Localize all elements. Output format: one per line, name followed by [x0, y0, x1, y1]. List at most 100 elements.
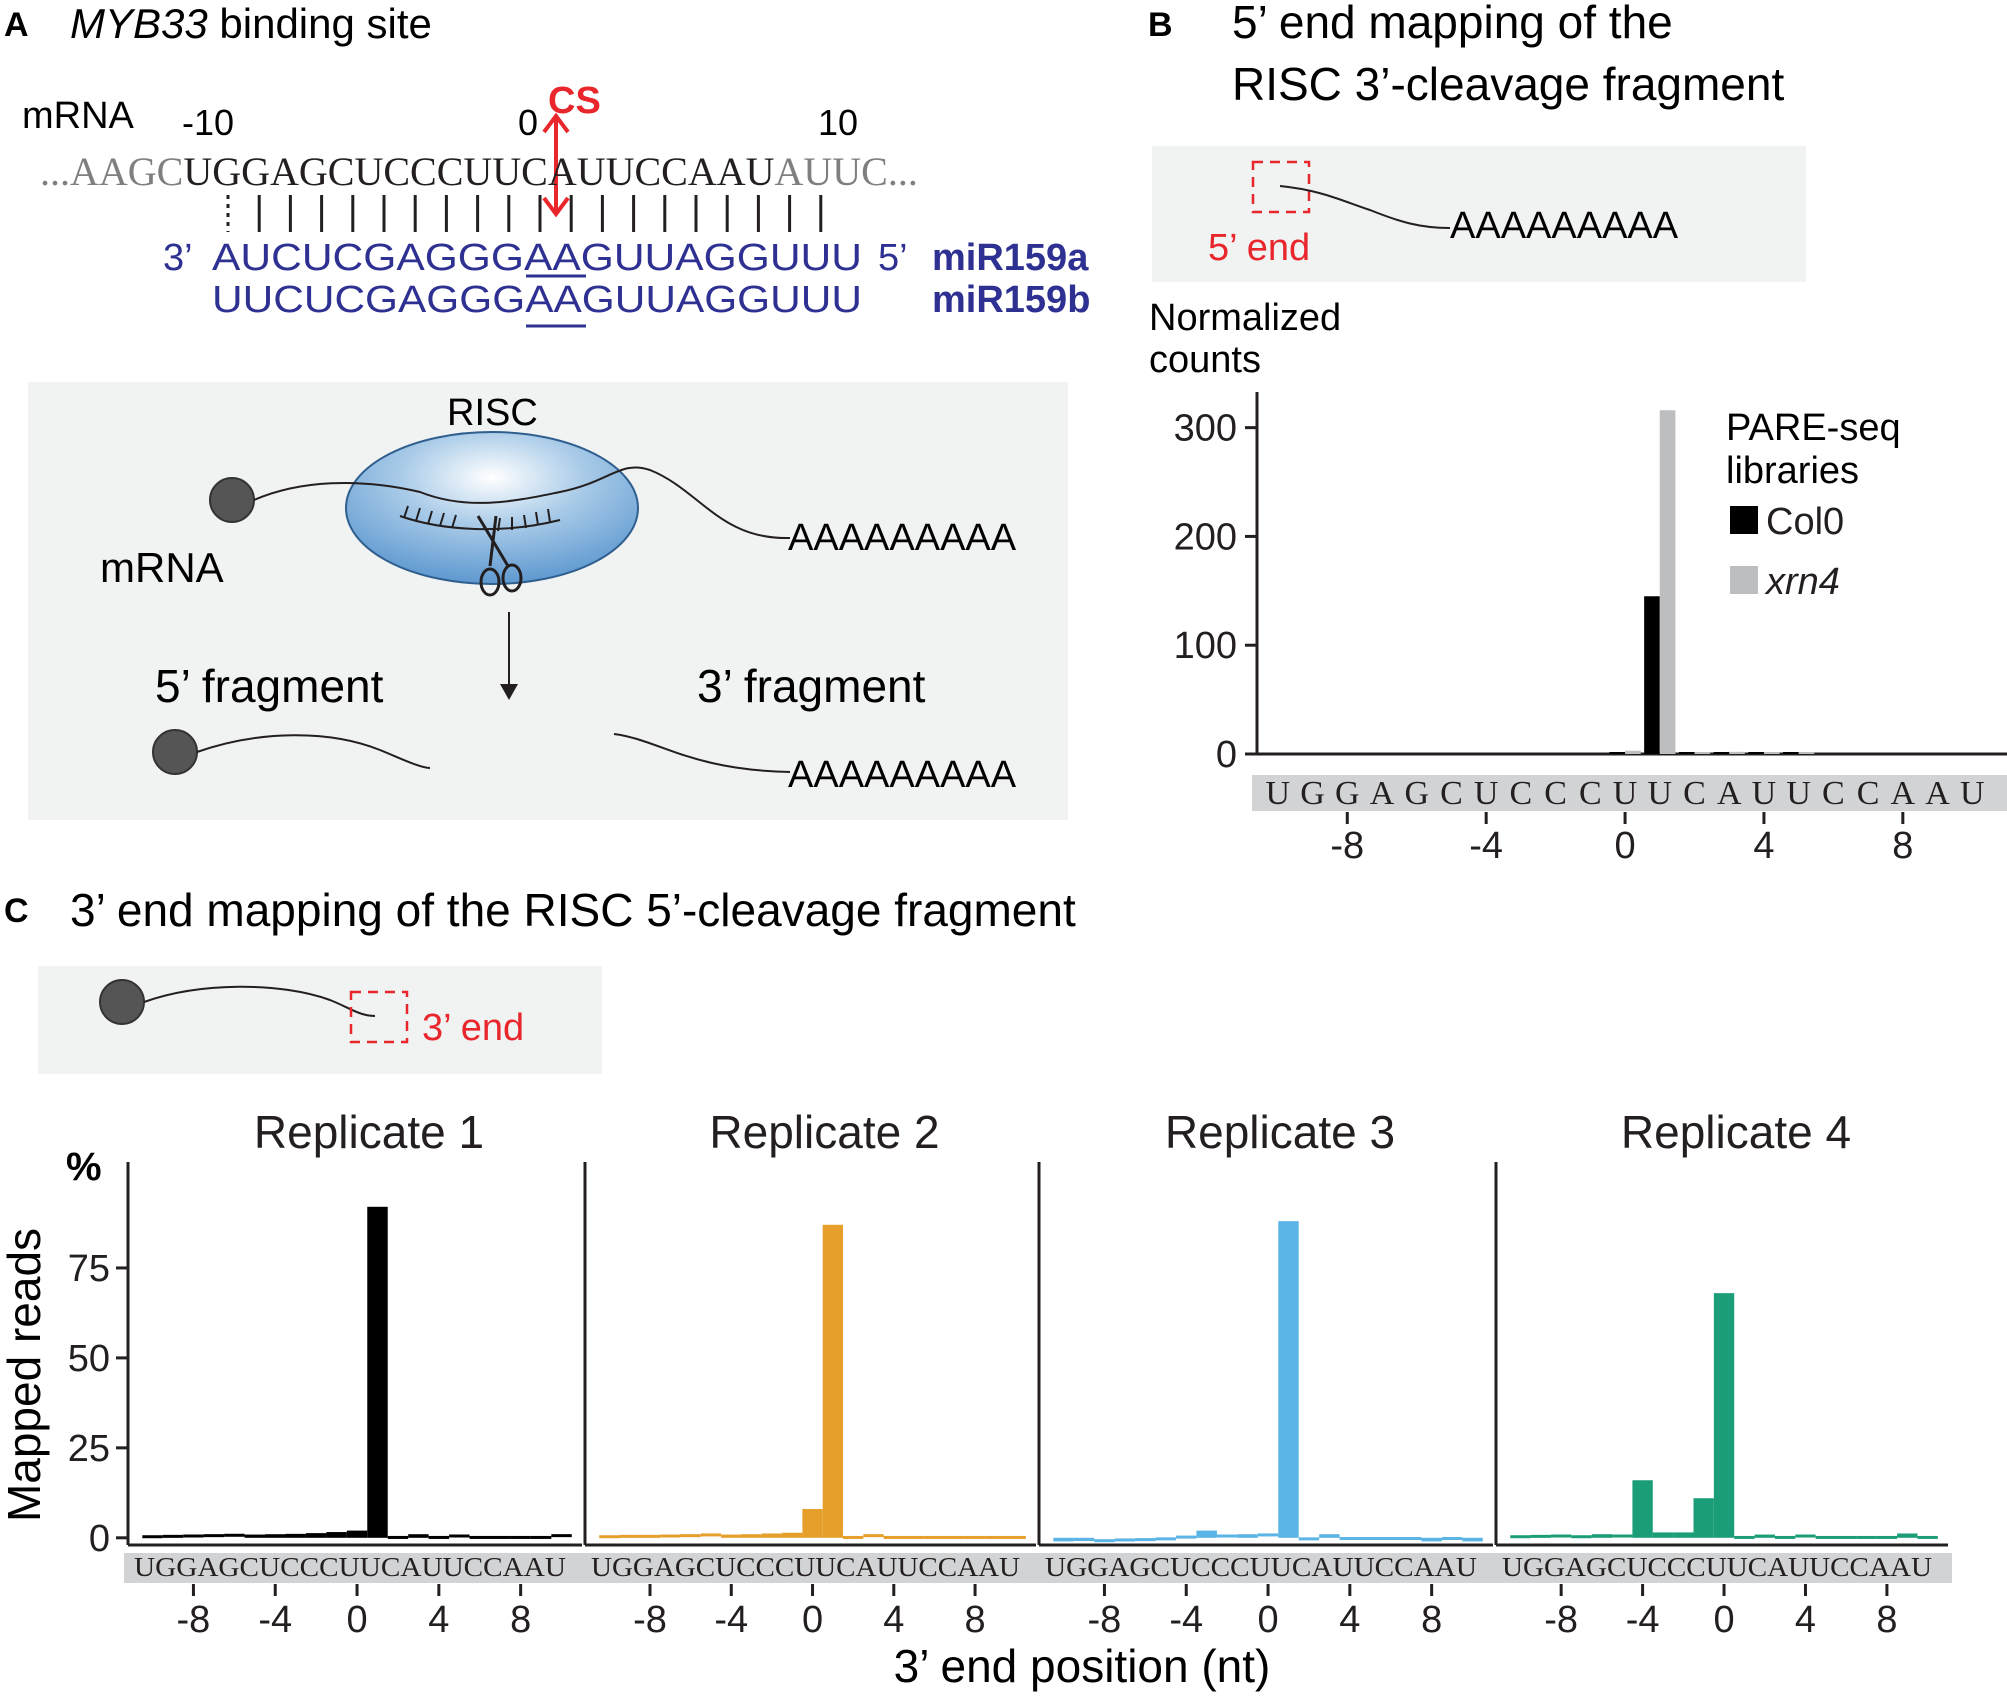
panel-b-sequence-base: U: [1960, 775, 1985, 812]
replicate-bar: [1652, 1532, 1674, 1538]
replicate-bar: [285, 1533, 306, 1538]
frag3-strand: [613, 733, 791, 773]
replicate-bar: [1795, 1534, 1816, 1538]
panel-c-fragment-strand: [143, 985, 376, 1017]
replicate-x-tick-label: 4: [1339, 1599, 1360, 1641]
replicate-sequence-strip: [1035, 1553, 1497, 1583]
panel-b-sequence-base: U: [1752, 775, 1777, 812]
replicate-bar: [1005, 1535, 1026, 1539]
panel-b-sequence-base: G: [1300, 775, 1325, 812]
panel-b-sequence-base: C: [1440, 775, 1463, 812]
panel-b-sequence-base: C: [1683, 775, 1706, 812]
mir159b-name: miR159b: [932, 279, 1090, 321]
replicate-bar: [1571, 1535, 1592, 1539]
replicate-bar: [822, 1224, 844, 1538]
replicate-bar: [1612, 1534, 1633, 1538]
panel-b-sequence-base: U: [1647, 775, 1672, 812]
replicate-bar: [489, 1535, 511, 1539]
replicate-bar: [761, 1533, 783, 1538]
panel-a: A MYB33 binding site mRNA -10 0 10 CS ..…: [4, 0, 1090, 820]
panel-b-x-tick-label: -4: [1469, 825, 1503, 867]
replicate-bar: [680, 1534, 701, 1538]
panel-b-schematic-box: [1152, 146, 1806, 282]
panel-b-bar-col0: [1644, 596, 1660, 754]
replicate-bar: [843, 1535, 864, 1539]
panel-b-x-tick-label: 8: [1892, 825, 1913, 867]
panel-b-bar-xrn4: [1798, 752, 1815, 754]
replicate-bar: [1632, 1480, 1653, 1538]
panel-b-sequence-base: C: [1579, 775, 1602, 812]
replicate-bar: [162, 1534, 184, 1538]
panel-b-y-tick-label: 0: [1216, 734, 1237, 776]
cleavage-site-arrow: [542, 112, 570, 218]
replicate-title: Replicate 2: [709, 1106, 939, 1158]
pos-minus10: -10: [182, 102, 234, 143]
replicate-bar: [469, 1535, 490, 1539]
replicate-bar: [1094, 1539, 1115, 1543]
replicate-bar: [1815, 1535, 1837, 1539]
panel-c-3end-label: 3’ end: [422, 1007, 524, 1049]
replicate-bar: [367, 1206, 388, 1538]
panel-b-bar-col0: [1748, 752, 1764, 754]
replicate-bar: [1530, 1534, 1551, 1538]
replicate-bar: [1237, 1534, 1258, 1538]
replicate-bar: [1339, 1537, 1361, 1541]
panel-b: B 5’ end mapping of the RISC 3’-cleavage…: [1148, 0, 2007, 867]
replicate-bar: [1360, 1537, 1381, 1541]
panel-a-title-rest: binding site: [208, 0, 432, 47]
replicate-bar: [1876, 1535, 1898, 1539]
replicate-bar: [1917, 1535, 1938, 1539]
replicate-y-tick-label: 50: [68, 1338, 110, 1380]
legend-label-col0: Col0: [1766, 501, 1844, 543]
replicate-bar: [224, 1533, 245, 1537]
risc-polya: AAAAAAAAA: [788, 517, 1017, 559]
panel-b-sequence-base: C: [1544, 775, 1567, 812]
replicate-bar: [1591, 1534, 1613, 1538]
replicate-x-tick-label: 0: [1257, 1599, 1278, 1641]
replicate-x-tick-label: -4: [258, 1599, 292, 1641]
replicate-bar: [1298, 1537, 1320, 1541]
mrna-seq-core: UGGAGCUCCCUUCAUUCCAAU: [183, 149, 774, 194]
panel-b-sequence-base: U: [1786, 775, 1811, 812]
mirna-pairing: [403, 505, 551, 532]
mirna-strand: [399, 515, 561, 531]
replicate-sequence: UGGAGCUCCCUUCAUUCCAAU: [1502, 1552, 1932, 1582]
panel-c-3end-box: [349, 990, 409, 1044]
replicate-bar: [1836, 1535, 1857, 1539]
panel-b-sequence-base: C: [1822, 775, 1845, 812]
panel-c-charts: Replicate 10255075UGGAGCUCCCUUCAUUCCAAU-…: [68, 1106, 1952, 1641]
replicate-bar: [1278, 1221, 1299, 1538]
panel-b-sequence-base: U: [1613, 775, 1638, 812]
mrna-strand: [253, 466, 791, 540]
mir159b-sequence: UUCUCGAGGGAAGUUAGGUUU: [212, 279, 862, 321]
replicate-bar: [1380, 1537, 1401, 1541]
replicate-bar: [1754, 1534, 1775, 1538]
replicate-bar: [428, 1535, 450, 1539]
frag3-polya: AAAAAAAAA: [788, 754, 1017, 796]
replicate-bar: [1073, 1537, 1095, 1542]
panel-b-ylabel-line1: Normalized: [1149, 297, 1341, 339]
panel-b-sequence-base: C: [1857, 775, 1880, 812]
replicate-bar: [944, 1535, 965, 1539]
legend-title-line1: PARE-seq: [1726, 407, 1901, 449]
panel-a-letter: A: [4, 6, 29, 44]
replicate-x-tick-label: 4: [883, 1599, 904, 1641]
risc-complex: [345, 431, 639, 585]
replicate-bar: [1319, 1534, 1340, 1538]
panel-b-sequence-base: A: [1717, 775, 1742, 812]
risc-mrna-label: mRNA: [100, 544, 224, 591]
replicate-x-tick-label: -8: [1088, 1599, 1122, 1641]
replicate-bar: [326, 1532, 347, 1538]
mrna-seq-left: ...AAGC: [40, 149, 183, 194]
panel-a-title-gene: MYB33: [70, 0, 208, 47]
replicate-bar: [639, 1534, 661, 1538]
legend-swatch-col0: [1730, 506, 1758, 534]
replicate-bar: [964, 1535, 986, 1539]
scissors-icon: [476, 515, 523, 597]
panel-b-y-tick-label: 100: [1174, 625, 1237, 667]
replicate-x-tick-label: -4: [1626, 1599, 1660, 1641]
replicate-bar: [183, 1534, 204, 1538]
replicate-x-tick-label: 4: [428, 1599, 449, 1641]
replicate-bar: [1693, 1498, 1714, 1538]
